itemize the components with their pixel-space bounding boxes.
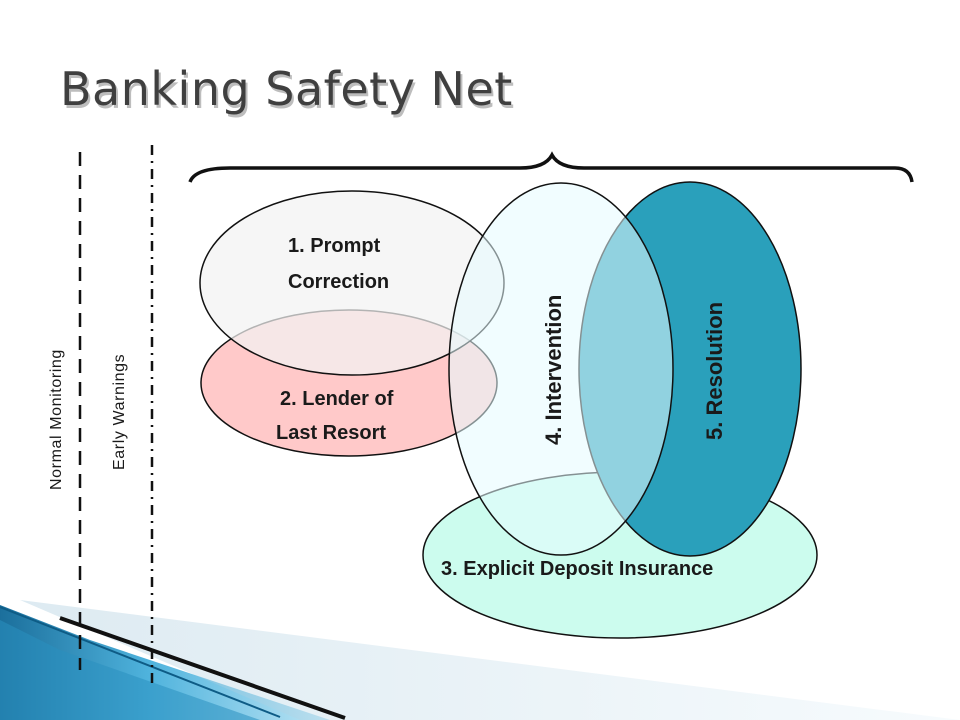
lender-label-line2: Last Resort [276, 422, 386, 444]
page-title: Banking Safety Net [60, 62, 513, 116]
prompt-correction-label-line2: Correction [288, 271, 389, 293]
early-warnings-label: Early Warnings [111, 354, 128, 470]
prompt-correction-label-line1: 1. Prompt [288, 235, 381, 257]
deposit-insurance-label: 3. Explicit Deposit Insurance [441, 558, 713, 580]
lender-label-line1: 2. Lender of [280, 388, 394, 410]
resolution-label: 5. Resolution [702, 302, 727, 440]
intervention-ellipse [448, 182, 674, 556]
safety-net-brace [188, 151, 914, 183]
page-title-shadow: Banking Safety Net [62, 65, 515, 119]
intervention-label: 4. Intervention [541, 295, 566, 445]
corner-decoration [0, 600, 960, 720]
normal-monitoring-label: Normal Monitoring [48, 349, 65, 490]
